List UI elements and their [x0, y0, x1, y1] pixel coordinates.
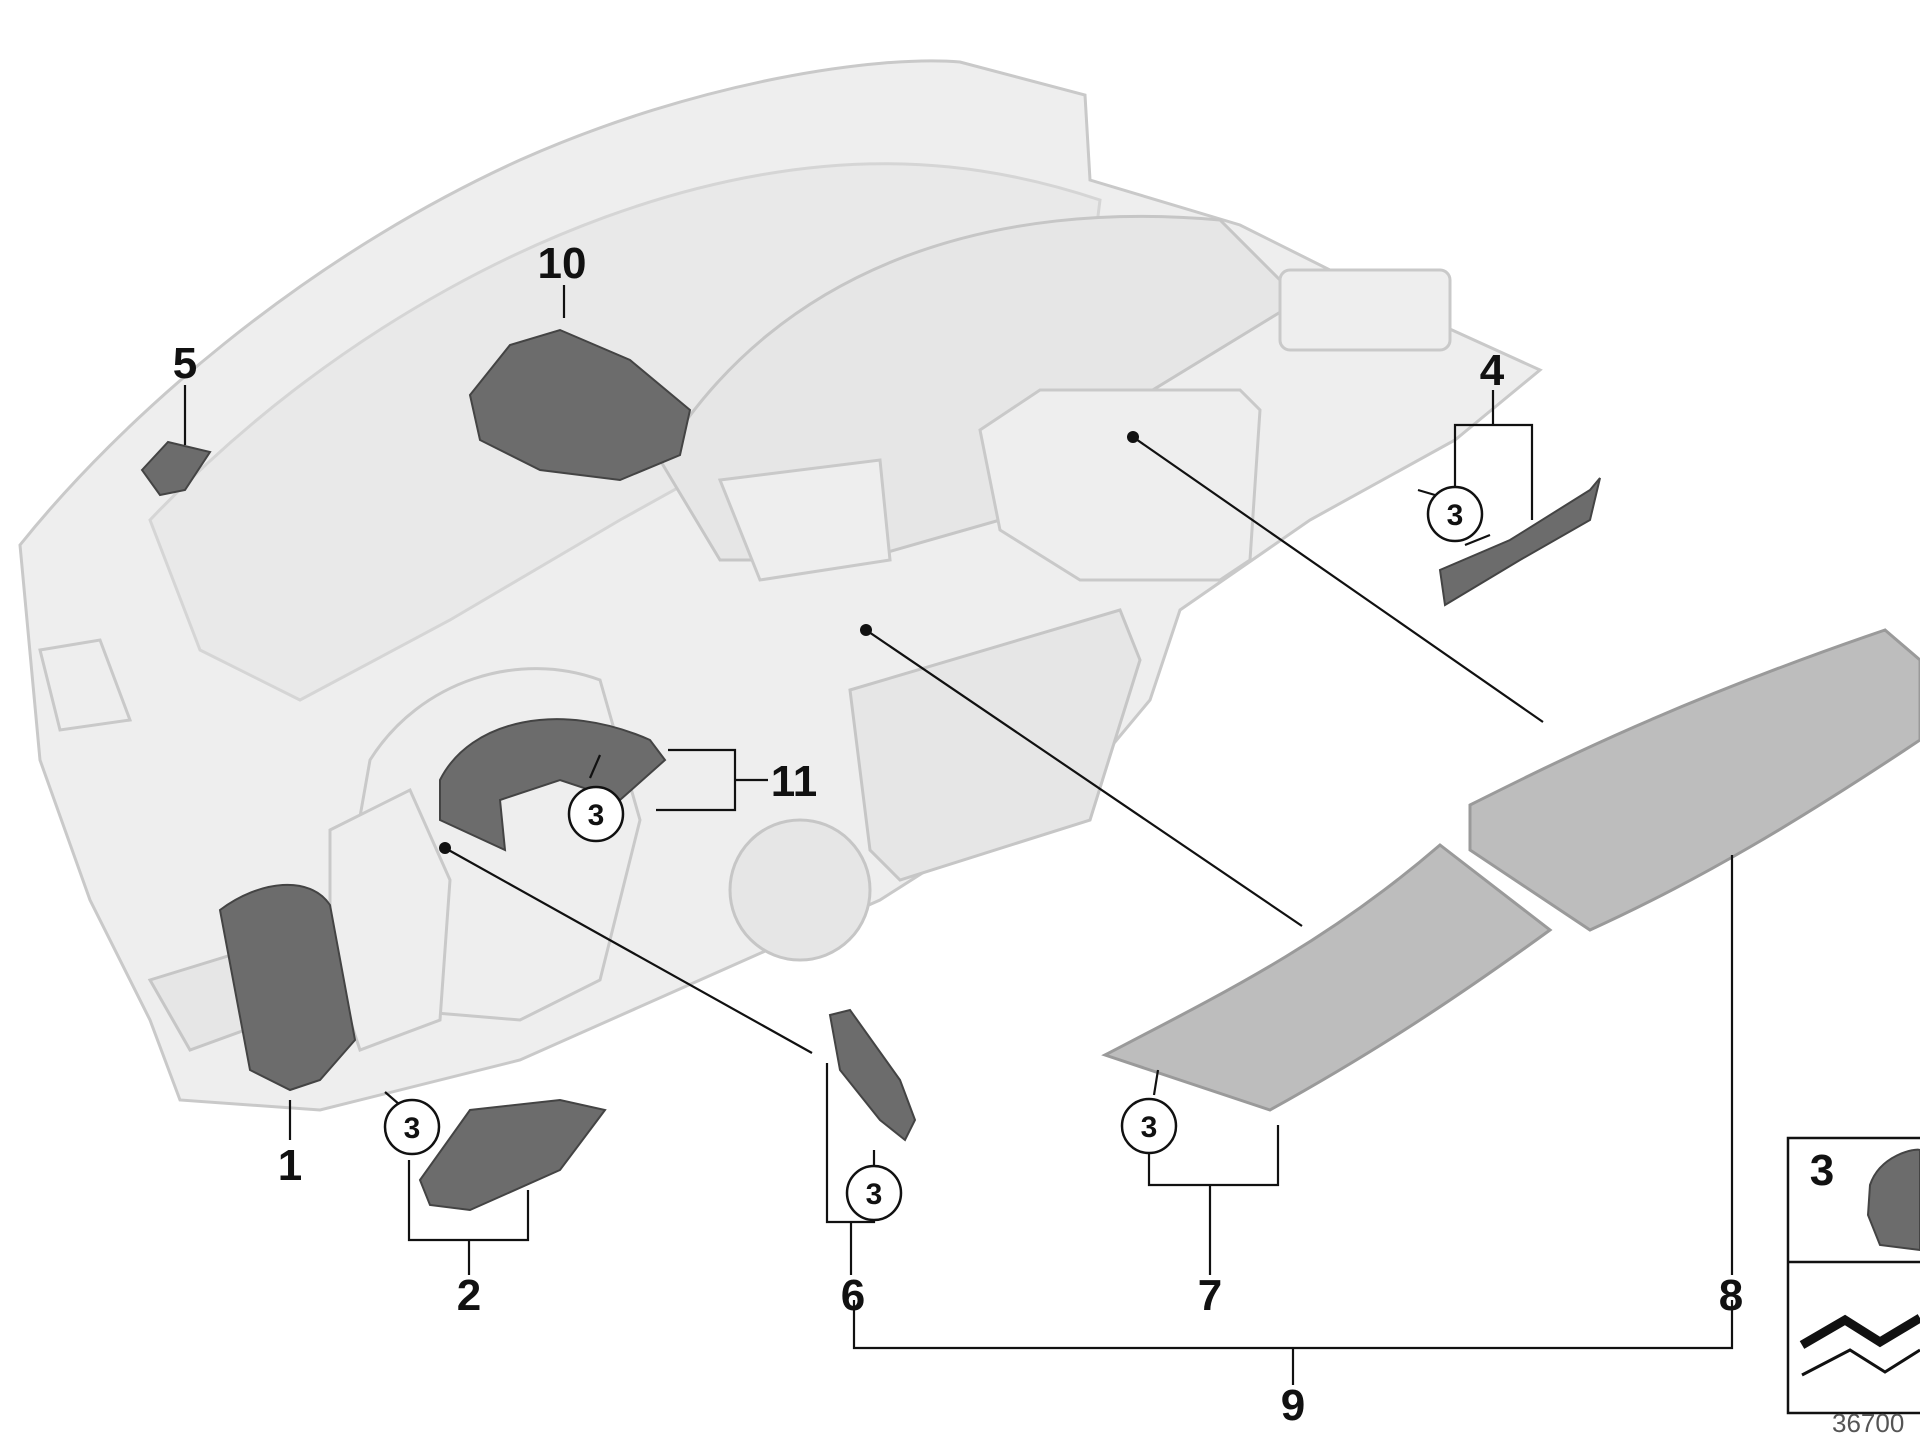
part-6-trim-strip — [828, 1008, 917, 1142]
clip-marker: 3 — [567, 785, 625, 843]
part-10-cover — [468, 328, 692, 482]
clip-marker: 3 — [383, 1098, 441, 1156]
part-11-trim — [439, 718, 667, 852]
svg-text:3: 3 — [404, 1112, 421, 1145]
label-part-2: 2 — [457, 1271, 481, 1320]
anchor-dot-8 — [1127, 431, 1139, 443]
clip-marker: 3 — [1120, 1097, 1178, 1155]
label-part-10: 10 — [538, 239, 587, 288]
bracket-icon — [1799, 1314, 1920, 1349]
dashboard-body — [18, 59, 1543, 1112]
bracket-icon-outline — [1801, 1348, 1920, 1377]
anchor-dot-7 — [860, 624, 872, 636]
label-part-6: 6 — [841, 1271, 865, 1320]
part-1-speaker-grille — [218, 884, 357, 1092]
svg-text:3: 3 — [588, 799, 605, 832]
diagram-reference-number: 36700 — [1832, 1408, 1904, 1438]
part-2-trim-piece — [418, 1098, 607, 1212]
part-8-decor-panel — [1468, 628, 1920, 932]
inset-legend: 3 — [1786, 1136, 1920, 1415]
leader-lines — [183, 285, 1734, 1385]
part-5-cover — [140, 440, 212, 497]
inset-clip-number: 3 — [1810, 1146, 1834, 1195]
label-part-9: 9 — [1281, 1381, 1305, 1430]
label-part-5: 5 — [173, 339, 197, 388]
label-part-1: 1 — [278, 1141, 302, 1190]
part-4-trim-piece — [1438, 477, 1601, 607]
svg-text:3: 3 — [866, 1178, 883, 1211]
part-7-decor-panel — [1101, 843, 1553, 1112]
clip-marker: 3 — [1426, 485, 1484, 543]
anchor-dot-6 — [439, 842, 451, 854]
label-part-7: 7 — [1198, 1271, 1222, 1320]
clip-marker: 3 — [845, 1164, 903, 1222]
clip-icon — [1866, 1148, 1920, 1252]
label-part-11: 11 — [771, 757, 818, 806]
svg-text:3: 3 — [1447, 499, 1464, 532]
svg-text:3: 3 — [1141, 1111, 1158, 1144]
label-part-8: 8 — [1719, 1271, 1743, 1320]
label-part-4: 4 — [1480, 346, 1505, 395]
